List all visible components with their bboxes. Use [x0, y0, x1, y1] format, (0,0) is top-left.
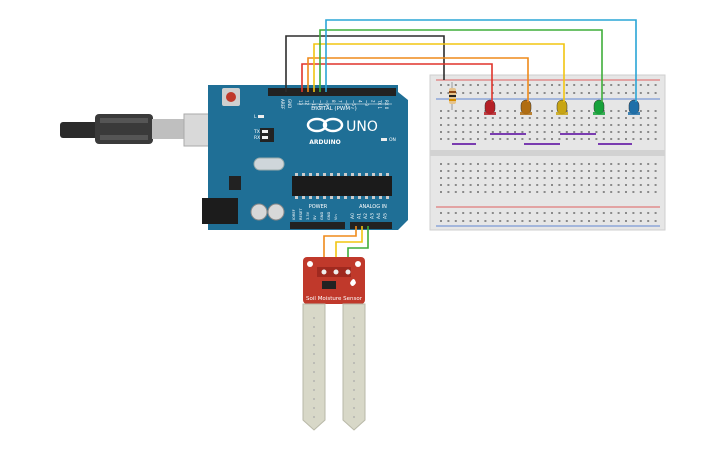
- power-pin-label: 5V: [313, 215, 317, 220]
- rx-label: RX: [254, 135, 260, 141]
- digital-pin-label: ~10: [318, 100, 323, 109]
- analog-header: [350, 222, 392, 229]
- led-blue: [628, 99, 640, 115]
- digital-pin-label: 7: [338, 100, 343, 103]
- digital-pin-label: ~6: [344, 100, 349, 106]
- wire-orange: [307, 57, 529, 102]
- digital-section-label: DIGITAL (PWM~): [311, 106, 357, 112]
- usb-cable: [60, 113, 233, 147]
- analog-pin-label: A1: [357, 213, 363, 219]
- microcontroller-chip: [292, 176, 392, 196]
- digital-pin-label: RX 0: [384, 100, 389, 110]
- sensor-label: Soil Moisture Sensor: [306, 296, 363, 302]
- analog-pin-label: A3: [370, 213, 376, 219]
- tx-label: TX: [253, 129, 260, 135]
- wire-sensor-yellow: [335, 226, 363, 268]
- digital-pin-label: 8: [331, 100, 336, 103]
- analog-pin-label: A0: [350, 213, 356, 219]
- wire-sensor-orange: [323, 226, 357, 268]
- dc-jack: [202, 198, 238, 224]
- wire-yellow: [313, 43, 565, 102]
- header-pin-label: AREF: [280, 99, 285, 110]
- led-red: [484, 99, 496, 115]
- digital-header: [268, 88, 396, 96]
- digital-pin-label: ~5: [351, 100, 356, 106]
- arduino-board: ARDUINO UNO DIGITAL (PWM~) POWER ANALOG …: [202, 85, 408, 230]
- wire-red: [301, 63, 493, 102]
- power-pin-label: Vin: [334, 214, 338, 220]
- resistor: [449, 82, 456, 110]
- power-pin-label: IOREF: [292, 209, 296, 220]
- digital-pin-label: ~9: [324, 100, 329, 106]
- soil-moisture-sensor: Soil Moisture Sensor: [302, 257, 366, 431]
- analog-pin-label: A5: [383, 213, 389, 219]
- digital-pin-label: 13: [298, 100, 303, 106]
- header-pin-label: GND: [287, 99, 292, 108]
- analog-pin-label: A2: [363, 213, 369, 219]
- digital-pin-label: 12: [305, 100, 310, 106]
- power-pin-label: GND: [320, 212, 324, 220]
- power-pin-label: 3.3V: [306, 211, 310, 220]
- led-yellow: [556, 99, 568, 115]
- l-label: L: [254, 114, 257, 120]
- power-pin-label: GND: [327, 212, 331, 220]
- power-header: [290, 222, 345, 229]
- digital-pin-label: TX 1: [377, 99, 382, 109]
- digital-pin-label: 4: [357, 100, 362, 103]
- board-model: UNO: [346, 119, 378, 135]
- power-section-label: POWER: [309, 204, 328, 210]
- power-pin-label: RESET: [299, 208, 303, 220]
- led-green: [593, 99, 605, 115]
- digital-pin-label: ~11: [311, 100, 316, 109]
- on-label: ON: [389, 137, 396, 143]
- analog-pin-label: A4: [376, 213, 382, 219]
- digital-pin-label: ~3: [364, 100, 369, 106]
- wire-green: [319, 29, 603, 102]
- led-orange: [520, 99, 532, 115]
- wire-blue: [325, 19, 637, 102]
- digital-pin-label: 2: [371, 100, 376, 103]
- breadboard-jumpers: [452, 133, 632, 145]
- breadboard: [429, 74, 666, 231]
- board-brand: ARDUINO: [309, 139, 340, 146]
- analog-section-label: ANALOG IN: [359, 204, 387, 210]
